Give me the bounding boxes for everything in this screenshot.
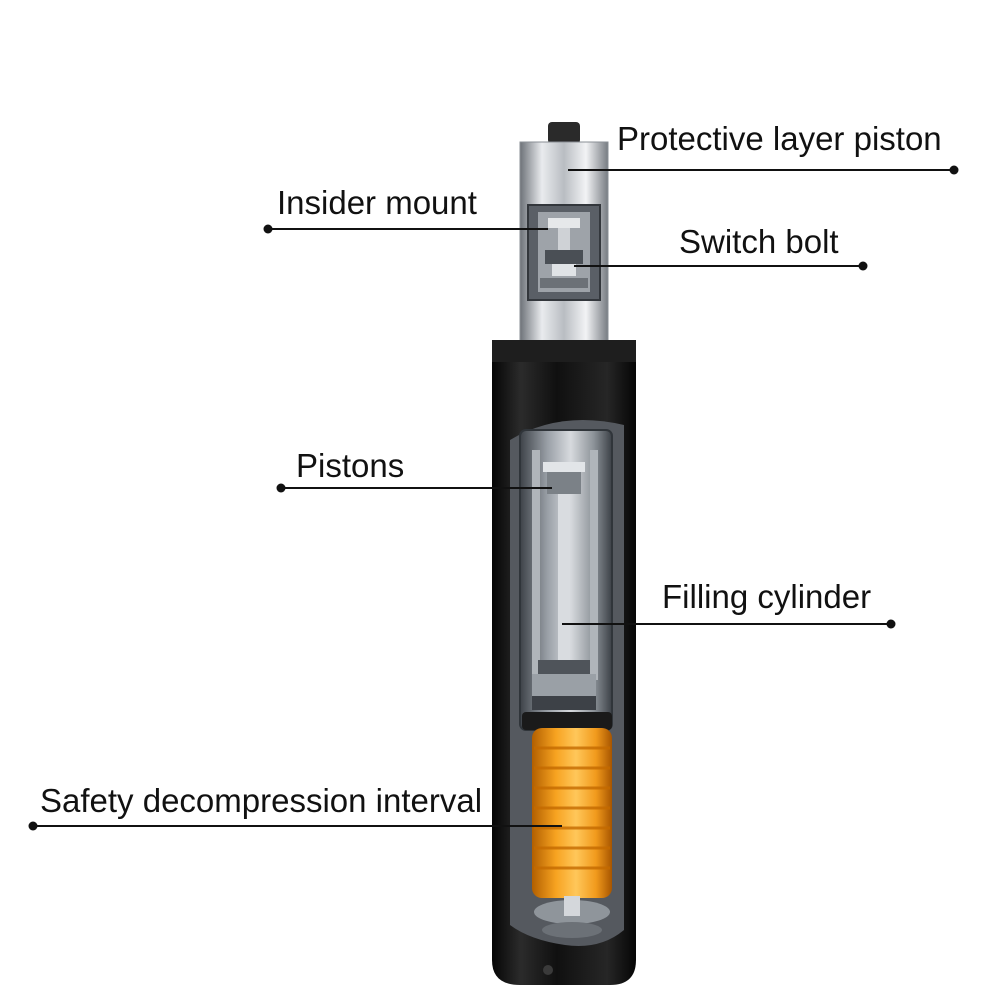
bottom-hole (543, 965, 553, 975)
spring-coils (534, 746, 610, 870)
spring-chamber (532, 728, 612, 898)
seal-ring (522, 712, 612, 730)
label-insider-mount: Insider mount (277, 184, 477, 221)
label-protective-layer-piston: Protective layer piston (617, 120, 942, 157)
leader-lines (28, 165, 959, 831)
label-pistons: Pistons (296, 447, 405, 484)
rod-cutaway (527, 204, 601, 301)
label-switch-bolt: Switch bolt (679, 223, 839, 260)
label-filling-cylinder: Filling cylinder (662, 578, 872, 615)
label-safety-decompression-interval: Safety decompression interval (40, 782, 483, 819)
internal-pistons (532, 450, 598, 710)
bottom-valve (534, 896, 610, 938)
outer-cylinder-collar (492, 340, 636, 362)
top-cap (548, 122, 580, 144)
